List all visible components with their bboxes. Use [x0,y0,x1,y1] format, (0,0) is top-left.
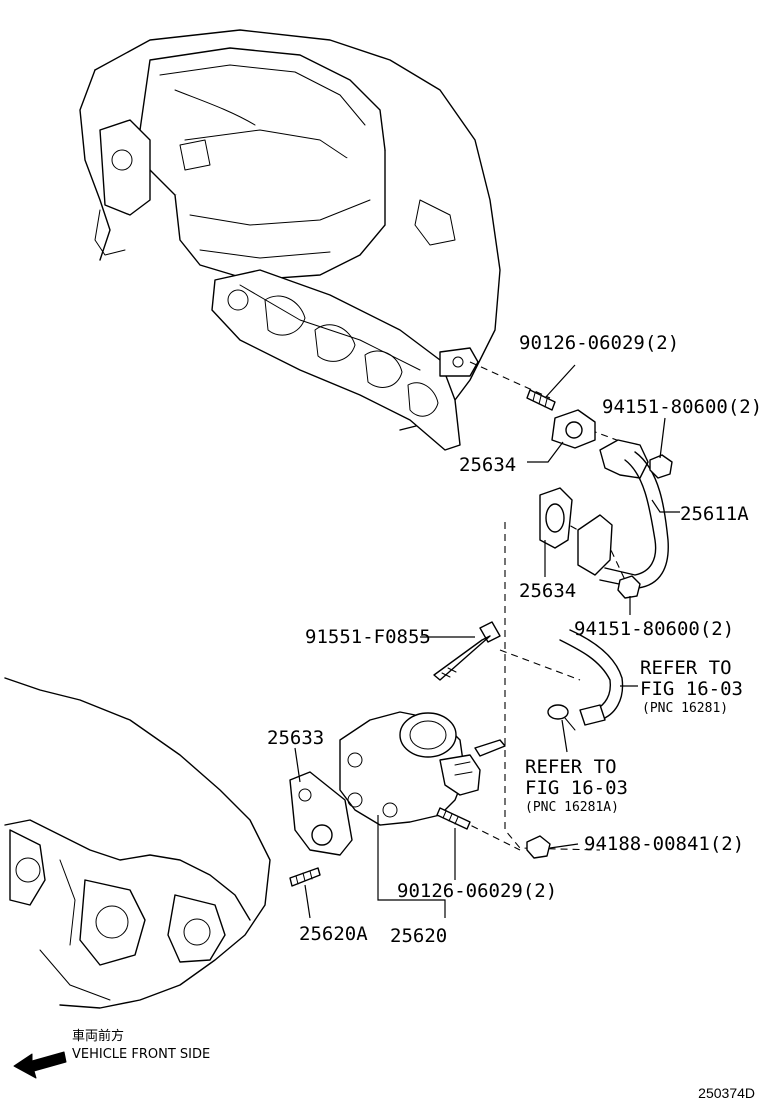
refer-upper-line1: REFER TO [640,657,732,679]
assembly-guide-lines [419,361,631,851]
label-nut-mid: 94151-80600(2) [574,618,734,640]
label-gasket-mid: 25634 [519,580,576,602]
gasket-valve[interactable] [289,771,353,856]
bolt-long[interactable] [433,621,501,681]
direction-label-jp: 車両前方 [72,1028,124,1044]
arrow-left-icon [13,1051,67,1079]
cylinder-head [4,677,271,1009]
vehicle-front-indicator: 車両前方 VEHICLE FRONT SIDE [13,1028,210,1079]
stud-upper[interactable] [526,389,556,411]
refer-upper-line2: FIG 16-03 [640,678,743,700]
label-stud-upper: 90126-06029(2) [519,332,679,354]
refer-lower-line2: FIG 16-03 [525,777,628,799]
label-nut-upper: 94151-80600(2) [602,396,760,418]
stud-lower[interactable] [436,807,471,830]
label-bolt: 91551-F0855 [305,626,431,648]
refer-lower-line1: REFER TO [525,756,617,778]
label-stud-head: 25620A [299,923,368,945]
figure-id: 250374D [698,1085,755,1101]
refer-lower-pnc: (PNC 16281A) [525,800,619,815]
direction-label-en: VEHICLE FRONT SIDE [72,1047,210,1062]
leader-lines [294,364,680,919]
egr-pipe[interactable] [577,439,669,589]
label-stud-lower: 90126-06029(2) [397,880,557,902]
label-egr-valve: 25620 [390,925,447,947]
refer-upper-pnc: (PNC 16281) [642,701,728,716]
label-gasket-upper: 25634 [459,454,516,476]
label-gasket-valve: 25633 [267,727,324,749]
gasket-mid[interactable] [539,487,573,549]
label-egr-pipe: 25611A [680,503,749,525]
nut-upper[interactable] [649,454,673,479]
label-nut-lower: 94188-00841(2) [584,833,744,855]
part-labels: 90126-06029(2) 94151-80600(2) 25634 2561… [267,332,760,947]
nut-mid[interactable] [617,575,641,599]
gasket-upper[interactable] [551,409,596,449]
egr-valve[interactable] [339,711,506,826]
stud-head[interactable] [289,867,321,887]
nut-lower[interactable] [526,835,551,859]
hose-clamp[interactable] [547,704,576,731]
hose-upper[interactable] [559,629,624,726]
intake-manifold-assembly [79,29,501,451]
